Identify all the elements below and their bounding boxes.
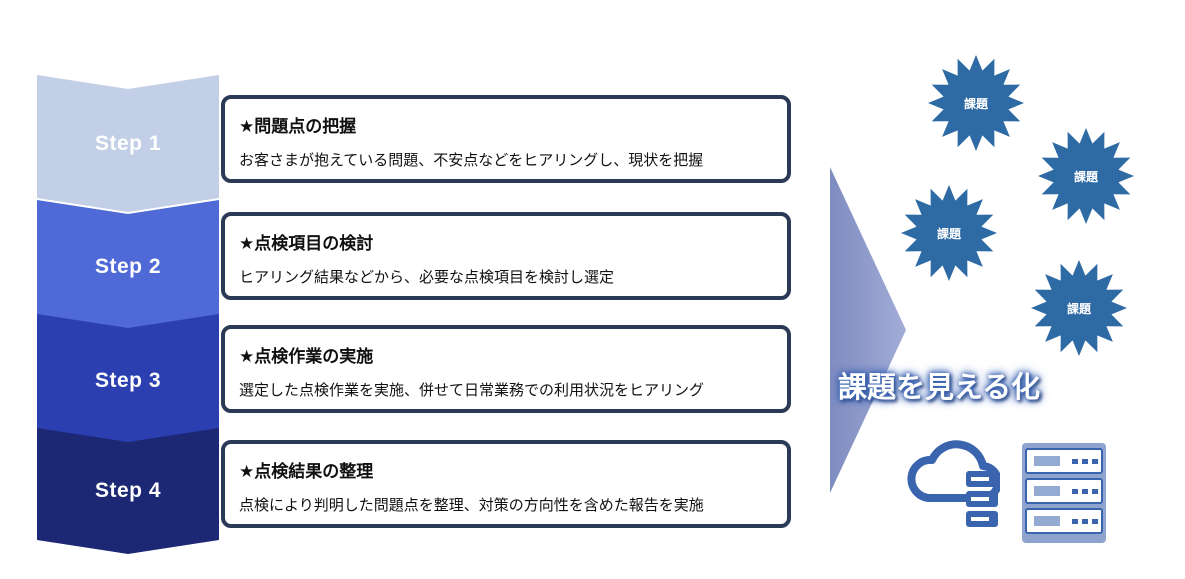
step-3-chevron: Step 3 — [37, 314, 219, 448]
issue-burst-4: 課題 — [1029, 258, 1129, 358]
step-1-title: ★問題点の把握 — [239, 117, 357, 137]
step-1-chevron: Step 1 — [37, 75, 219, 212]
burst-shape — [928, 55, 1024, 151]
burst-star-icon — [928, 55, 1024, 151]
burst-shape — [1038, 128, 1134, 224]
issue-burst-1: 課題 — [926, 53, 1026, 153]
big-arrow-icon — [830, 167, 906, 493]
server-small-icon — [966, 471, 998, 527]
issue-burst-3: 課題 — [899, 183, 999, 283]
step-2-title: ★点検項目の検討 — [239, 234, 374, 254]
issue-label-2: 課題 — [1073, 169, 1098, 184]
step-1-label: Step 1 — [94, 131, 162, 155]
burst-star-icon — [1038, 128, 1134, 224]
step-3-label: Step 3 — [94, 369, 162, 392]
issue-label-1: 課題 — [963, 96, 988, 111]
step-4-box: ★点検結果の整理 点検により判明した問題点を整理、対策の方向性を含めた報告を実施 — [221, 440, 791, 528]
step-2-chevron: Step 2 — [37, 200, 219, 334]
step-2-desc: ヒアリング結果などから、必要な点検項目を検討し選定 — [239, 268, 615, 286]
step-1-desc: お客さまが抱えている問題、不安点などをヒアリングし、現状を把握 — [239, 151, 704, 169]
step-2-box: ★点検項目の検討 ヒアリング結果などから、必要な点検項目を検討し選定 — [221, 212, 791, 300]
step-3-title: ★点検作業の実施 — [239, 347, 374, 367]
step-4-title: ★点検結果の整理 — [239, 462, 374, 482]
step-2-label: Step 2 — [94, 255, 162, 278]
headline: 課題を見える化 — [838, 370, 1041, 404]
step-4-label: Step 4 — [94, 479, 162, 502]
step-4-chevron: Step 4 — [37, 428, 219, 554]
burst-shape — [1031, 260, 1127, 356]
issue-label-4: 課題 — [1066, 301, 1091, 316]
step-1-box: ★問題点の把握 お客さまが抱えている問題、不安点などをヒアリングし、現状を把握 — [221, 95, 791, 183]
burst-star-icon — [1031, 260, 1127, 356]
step-3-box: ★点検作業の実施 選定した点検作業を実施、併せて日常業務での利用状況をヒアリング — [221, 325, 791, 413]
issue-burst-2: 課題 — [1036, 126, 1136, 226]
issue-label-3: 課題 — [936, 226, 961, 241]
burst-shape — [901, 185, 997, 281]
step-4-desc: 点検により判明した問題点を整理、対策の方向性を含めた報告を実施 — [239, 496, 704, 514]
burst-star-icon — [901, 185, 997, 281]
server-rack-icon — [1022, 443, 1106, 543]
step-3-desc: 選定した点検作業を実施、併せて日常業務での利用状況をヒアリング — [239, 381, 705, 399]
